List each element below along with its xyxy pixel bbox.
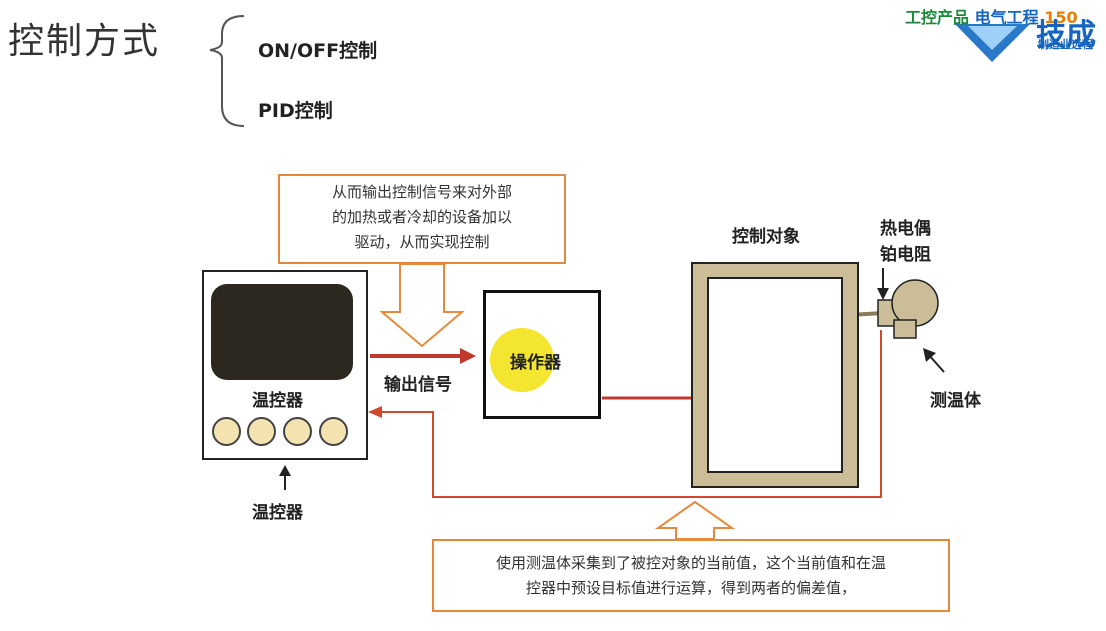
note-top-pointer-icon [379,263,465,348]
logo-part1: 工控产品 [905,8,970,27]
logo-subtitle: 制造业远程 [1038,38,1093,51]
controller-button [319,417,348,446]
logo-part2: 电气工程 [974,8,1039,27]
cursor-highlight [490,328,554,392]
controller-label: 温控器 [252,391,303,411]
note-top: 从而输出控制信号来对外部 的加热或者冷却的设备加以 驱动，从而实现控制 [278,174,566,264]
output-arrow-head-icon [460,348,476,364]
sensor-cap-icon [891,279,939,327]
option-pid: PID控制 [258,100,333,122]
controller-button [212,417,241,446]
logo-big-text: 技成 [1036,18,1096,53]
operator-label: 操作器 [510,353,561,373]
note-bottom-line: 控器中预设目标值进行运算，得到两者的偏差值， [525,579,856,597]
probe-label: 测温体 [930,391,981,411]
page-title: 控制方式 [8,21,161,62]
options-brace [209,15,245,127]
note-top-line: 从而输出控制信号来对外部 [331,183,512,201]
controller-screen [211,284,353,380]
note-bottom: 使用测温体采集到了被控对象的当前值，这个当前值和在温 控器中预设目标值进行运算，… [432,539,950,612]
note-bottom-pointer-icon [654,500,736,540]
logo-banner: 工控产品 电气工程 150 [905,4,1078,28]
note-top-line: 驱动，从而实现控制 [354,233,490,251]
sensor-pointer-icon [877,288,889,300]
sensor-label-rtd: 铂电阻 [880,245,931,265]
controlled-object-label: 控制对象 [732,227,800,247]
note-top-line: 的加热或者冷却的设备加以 [331,208,512,226]
caption-up-arrow-icon [279,465,291,476]
controller-caption: 温控器 [252,503,303,523]
feedback-arrow-head-icon [368,406,382,418]
sensor-label-thermocouple: 热电偶 [880,219,931,239]
controlled-object-interior [707,277,843,473]
output-signal-label: 输出信号 [384,375,452,395]
option-onoff: ON/OFF控制 [258,40,378,62]
controller-button [247,417,276,446]
logo-part3: 150 [1044,8,1078,27]
note-bottom-line: 使用测温体采集到了被控对象的当前值，这个当前值和在温 [495,554,886,572]
probe-pointer-icon [923,348,936,362]
feedback-line [380,330,882,498]
controller-button [283,417,312,446]
